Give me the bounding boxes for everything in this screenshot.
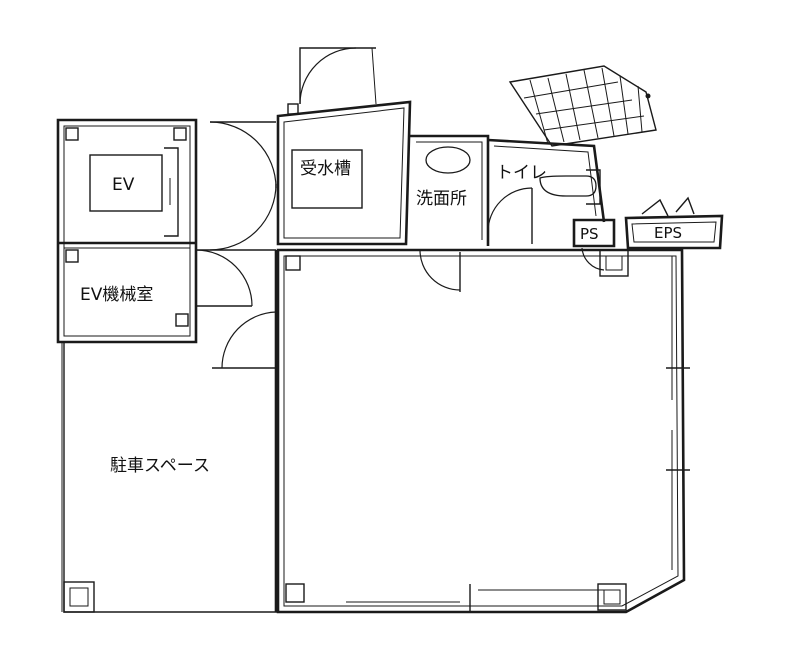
column bbox=[285, 583, 305, 603]
column bbox=[599, 249, 629, 277]
shaft-label-ps: PS bbox=[580, 225, 599, 243]
column bbox=[597, 583, 627, 611]
column bbox=[287, 103, 299, 115]
main-room bbox=[276, 248, 690, 614]
stair-node bbox=[645, 93, 651, 99]
shaft-label-eps: EPS bbox=[654, 224, 682, 242]
ev-block: EV EV機械室 bbox=[56, 118, 198, 344]
column bbox=[173, 127, 187, 141]
external-stair bbox=[508, 65, 657, 147]
toilet-bowl bbox=[539, 175, 597, 197]
parking-area: 駐車スペース bbox=[61, 342, 278, 613]
room-label-water-tank: 受水槽 bbox=[300, 159, 351, 179]
room-label-ev: EV bbox=[112, 175, 135, 195]
water-tank-room: 受水槽 bbox=[276, 47, 412, 246]
wash-basin bbox=[425, 146, 471, 174]
column bbox=[63, 581, 95, 613]
column bbox=[175, 313, 189, 327]
shafts: PS EPS bbox=[572, 196, 724, 277]
room-label-ev-machine-room: EV機械室 bbox=[80, 285, 153, 305]
corridor-doors bbox=[195, 121, 277, 369]
water-tank bbox=[291, 149, 363, 209]
room-label-washroom: 洗面所 bbox=[416, 189, 467, 209]
column bbox=[65, 249, 79, 263]
column bbox=[285, 255, 301, 271]
ev-shaft bbox=[89, 154, 163, 212]
room-label-toilet: トイレ bbox=[496, 163, 547, 183]
column bbox=[65, 127, 79, 141]
toilet-room: トイレ bbox=[487, 138, 606, 223]
room-label-parking: 駐車スペース bbox=[110, 456, 210, 476]
washroom: 洗面所 bbox=[410, 134, 533, 246]
